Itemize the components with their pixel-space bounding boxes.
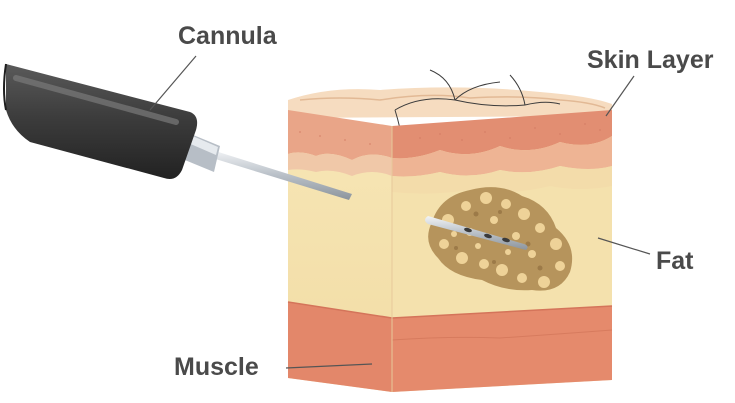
cannula-leader [149,55,197,111]
leader-lines [149,55,651,369]
cannula-label: Cannula [178,22,277,50]
dermis-right [392,110,612,159]
fat-label: Fat [656,247,694,275]
muscle-leader [285,363,373,369]
skin-surface [288,87,612,118]
dermis-left [288,110,392,160]
skin-layer-label: Skin Layer [587,46,714,74]
fat-leader [597,237,651,255]
muscle-label: Muscle [174,353,259,381]
tissue-block-icon [287,69,613,392]
muscle-left [288,302,392,392]
muscle-right [392,306,612,392]
skin-leader [605,75,635,117]
cannula-icon [3,63,352,200]
cannula-tip [425,216,528,250]
